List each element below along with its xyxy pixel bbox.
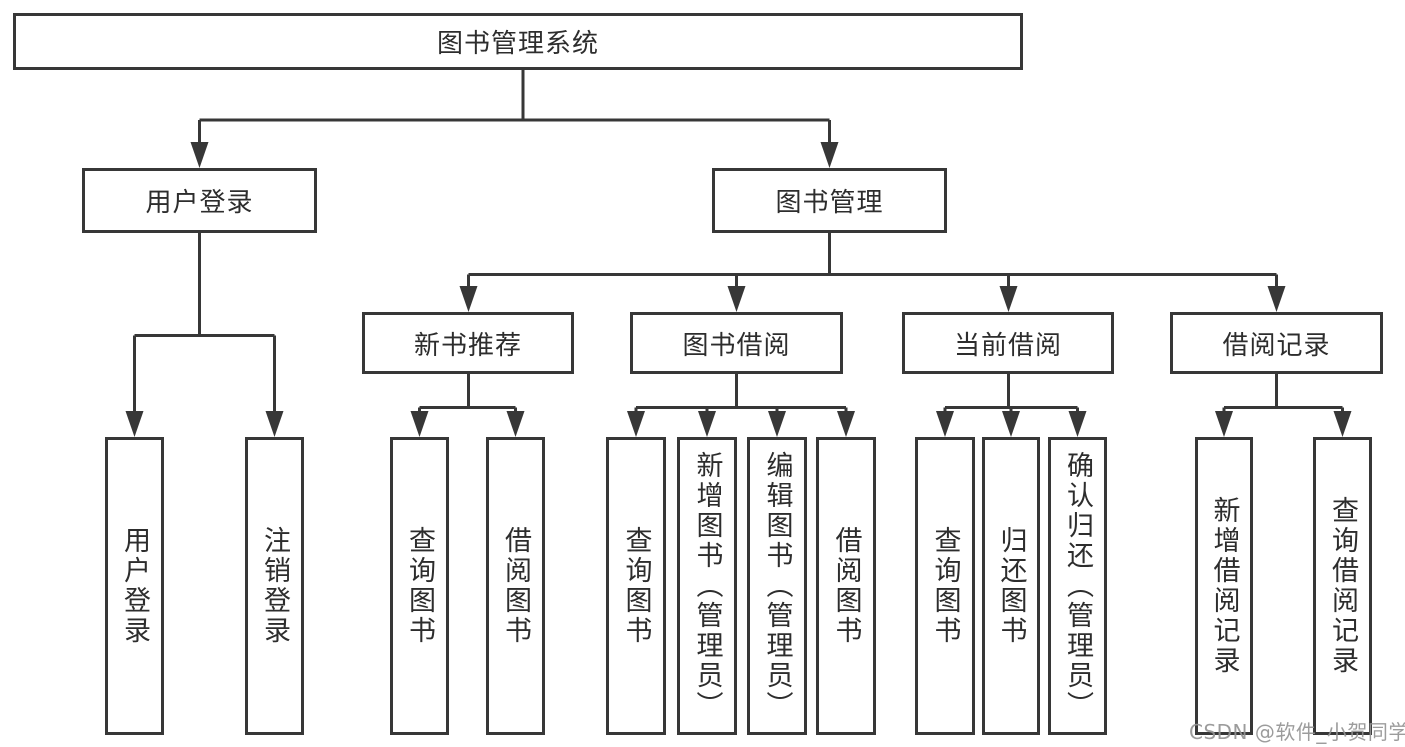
node-query-books-current: 查询图书: [915, 437, 975, 735]
node-label: 查询图书: [620, 526, 652, 646]
node-label: 借阅图书: [830, 526, 862, 646]
node-label: 用户登录: [119, 526, 150, 646]
connector-line: [1222, 374, 1344, 413]
arrowhead-down-icon: [265, 411, 284, 437]
node-query-books-recommend: 查询图书: [390, 437, 449, 735]
node-leaf-user-login: 用户登录: [105, 437, 164, 735]
node-label: 借阅图书: [500, 526, 531, 646]
node-label: 图书管理系统: [436, 29, 599, 59]
arrowhead-down-icon: [1215, 411, 1233, 437]
arrowhead-down-icon: [1002, 411, 1020, 437]
node-label: 归还图书: [995, 526, 1027, 646]
node-label: 新增借阅记录: [1208, 496, 1240, 676]
arrowhead-down-icon: [1068, 411, 1087, 437]
node-label: 查询借阅记录: [1327, 496, 1358, 676]
node-label: 确认归还（管理员）: [1062, 451, 1093, 721]
arrowhead-down-icon: [820, 142, 839, 168]
arrowhead-down-icon: [627, 411, 645, 437]
node-confirm-return-admin: 确认归还（管理员）: [1048, 437, 1107, 735]
arrowhead-down-icon: [125, 411, 144, 437]
node-add-borrow-record: 新增借阅记录: [1195, 437, 1253, 735]
connector-line: [943, 374, 1079, 413]
node-label: 用户登录: [145, 188, 254, 218]
connector-line: [133, 233, 276, 413]
node-user-login: 用户登录: [82, 168, 317, 233]
node-label: 图书管理: [775, 188, 884, 218]
node-add-book-admin: 新增图书（管理员）: [677, 437, 737, 735]
node-book-management: 图书管理: [712, 168, 947, 233]
node-label: 图书借阅: [682, 330, 791, 361]
arrowhead-down-icon: [727, 286, 746, 312]
node-query-borrow-record: 查询借阅记录: [1313, 437, 1372, 735]
node-current-borrowing: 当前借阅: [902, 312, 1114, 374]
node-label: 查询图书: [404, 526, 435, 646]
node-book-borrowing: 图书借阅: [630, 312, 843, 374]
node-label: 新书推荐: [413, 330, 522, 361]
node-label: 借阅记录: [1222, 330, 1331, 361]
node-leaf-logout: 注销登录: [245, 437, 304, 735]
node-library-system: 图书管理系统: [13, 13, 1023, 70]
arrowhead-down-icon: [190, 142, 209, 168]
node-label: 当前借阅: [953, 330, 1062, 361]
node-borrow-books-recommend: 借阅图书: [486, 437, 545, 735]
arrowhead-down-icon: [1333, 411, 1352, 437]
arrowhead-down-icon: [410, 411, 429, 437]
arrowhead-down-icon: [459, 286, 478, 312]
arrowhead-down-icon: [936, 411, 954, 437]
connector-line: [198, 69, 831, 144]
node-query-books-borrow: 查询图书: [606, 437, 666, 735]
arrowhead-down-icon: [1267, 286, 1286, 312]
node-borrowing-records: 借阅记录: [1170, 312, 1383, 374]
arrowhead-down-icon: [837, 411, 855, 437]
arrowhead-down-icon: [999, 286, 1018, 312]
node-label: 查询图书: [929, 526, 961, 646]
arrowhead-down-icon: [698, 411, 716, 437]
node-label: 注销登录: [259, 526, 290, 646]
connector-line: [634, 374, 848, 413]
connector-line: [467, 233, 1278, 288]
node-borrow-books-borrow: 借阅图书: [816, 437, 876, 735]
node-label: 新增图书（管理员）: [691, 451, 723, 721]
arrowhead-down-icon: [506, 411, 525, 437]
node-new-book-recommend: 新书推荐: [362, 312, 574, 374]
node-edit-book-admin: 编辑图书（管理员）: [747, 437, 807, 735]
node-label: 编辑图书（管理员）: [761, 451, 793, 721]
watermark-text: CSDN @软件_小贺同学: [1189, 720, 1405, 744]
node-return-books: 归还图书: [982, 437, 1040, 735]
connector-line: [418, 374, 517, 413]
arrowhead-down-icon: [768, 411, 786, 437]
